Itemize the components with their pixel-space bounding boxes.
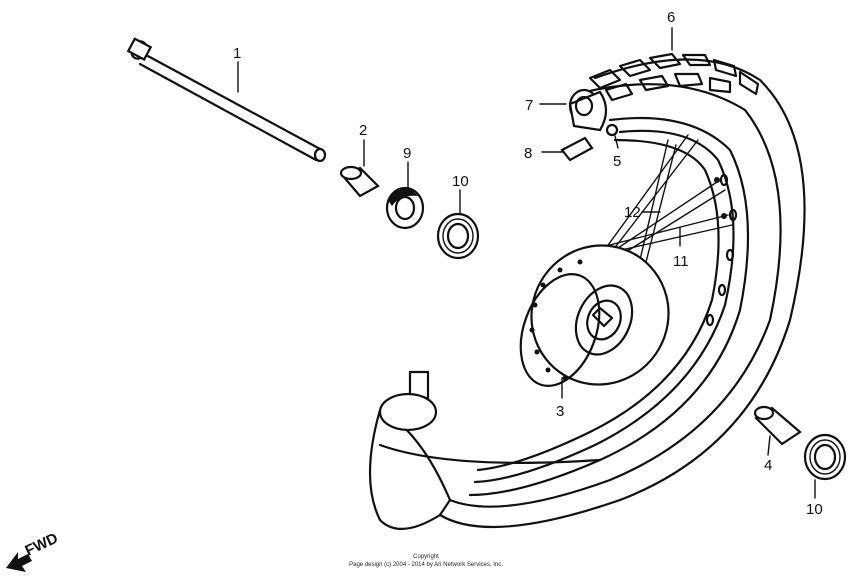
callout-2: 2 bbox=[359, 122, 367, 139]
callout-5: 5 bbox=[613, 153, 621, 170]
axle bbox=[126, 37, 327, 163]
callout-9: 9 bbox=[403, 145, 411, 162]
callout-12: 12 bbox=[624, 204, 641, 221]
callout-8: 8 bbox=[524, 145, 532, 162]
tube bbox=[378, 370, 438, 432]
copyright-line-2: Page design (c) 2004 - 2014 by Ari Netwo… bbox=[349, 562, 503, 568]
spacer-right bbox=[753, 405, 802, 446]
callout-7: 7 bbox=[525, 97, 533, 114]
callouts: 1 2 9 10 6 7 8 5 12 11 3 4 10 bbox=[233, 9, 823, 518]
dust-seal bbox=[385, 186, 425, 230]
footer: Copyright Page design (c) 2004 - 2014 by… bbox=[349, 554, 503, 568]
fwd-label: FWD bbox=[23, 530, 61, 560]
callout-11: 11 bbox=[673, 253, 689, 270]
spacer-left bbox=[339, 165, 380, 198]
rim bbox=[468, 116, 750, 497]
callout-6: 6 bbox=[667, 9, 675, 26]
callout-4: 4 bbox=[764, 457, 772, 474]
bearing-left bbox=[436, 212, 480, 260]
valve-stem bbox=[560, 136, 594, 162]
copyright-line-1: Copyright bbox=[413, 554, 439, 560]
bearing-right bbox=[803, 433, 847, 481]
callout-3: 3 bbox=[556, 403, 564, 420]
leader-lines bbox=[237, 27, 816, 499]
rim-band bbox=[568, 88, 608, 132]
tire bbox=[368, 52, 806, 530]
spoke-nipple bbox=[605, 123, 619, 137]
arrow-icon bbox=[6, 552, 32, 572]
direction-indicator: FWD bbox=[6, 530, 61, 572]
callout-10-right: 10 bbox=[806, 501, 823, 518]
hub bbox=[519, 244, 670, 387]
callout-1: 1 bbox=[233, 45, 241, 62]
callout-10-left: 10 bbox=[452, 173, 469, 190]
